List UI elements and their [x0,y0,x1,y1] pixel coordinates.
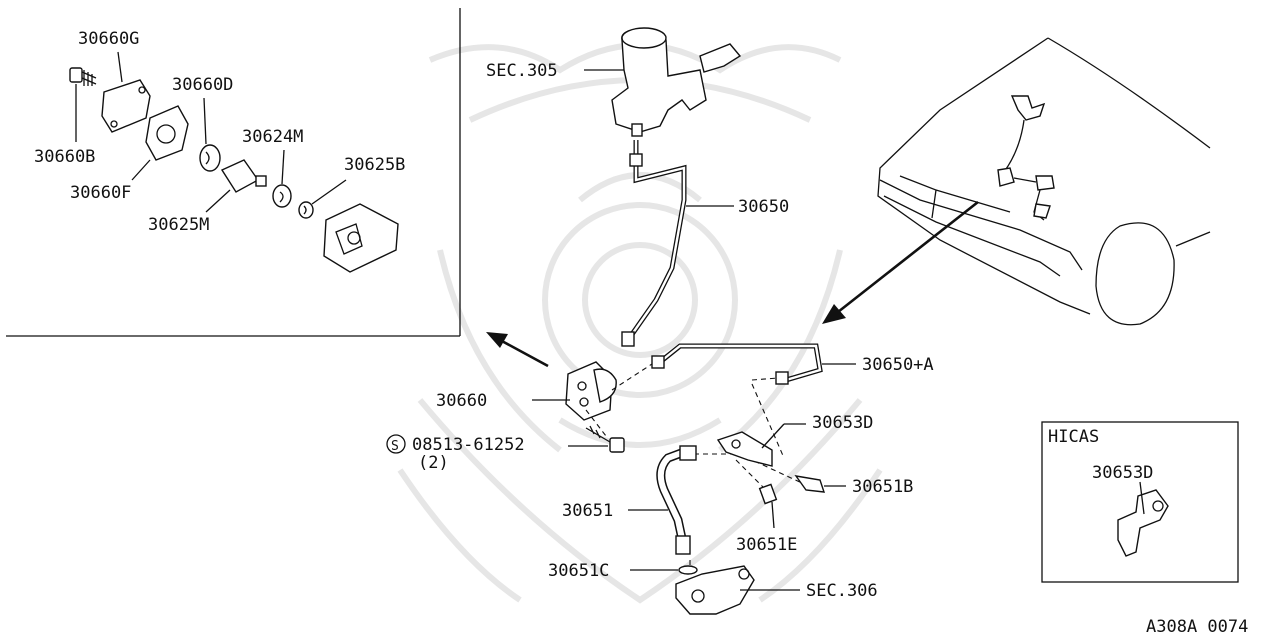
plate-30660g-drawing [101,51,151,133]
bolt-symbol: S [391,439,399,454]
label-30653d: 30653D [812,413,873,433]
bolt-30651e-drawing [758,483,778,529]
diagram-code: A308A 0074 [1146,617,1248,637]
label-30660f: 30660F [70,183,131,203]
bracket-30653d-drawing [716,423,806,467]
boot-30660d-drawing [199,97,221,172]
washer-30651c-drawing [630,565,698,575]
hose-30651-drawing [628,445,697,555]
bolt-08513-drawing [568,409,625,453]
label-30660g: 30660G [78,29,139,49]
label-bolt-code: 08513-61252 [412,435,525,455]
vehicle-front-view [877,37,1211,326]
label-sec305: SEC.305 [486,61,558,81]
label-30651b: 30651B [852,477,913,497]
label-30660: 30660 [436,391,487,411]
piston-30625m-drawing [205,159,267,213]
label-sec306: SEC.306 [806,581,878,601]
label-30650a: 30650+A [862,355,934,375]
hicas-box [1041,421,1239,583]
label-30651e: 30651E [736,535,797,555]
label-30625b: 30625B [344,155,405,175]
spring-30625b-drawing [298,179,347,219]
bolt-30660b-drawing [69,67,97,142]
pipe-30650a-drawing [651,343,856,385]
pipe-30650-drawing [621,140,734,347]
label-30650: 30650 [738,197,789,217]
label-30651: 30651 [562,501,613,521]
bolt-symbol-circle [386,434,406,454]
exploded-view-inset [6,8,461,337]
cylinder-body-drawing [323,203,399,273]
arrow-to-inset [486,332,549,368]
hicas-inset [1041,421,1239,583]
label-30651c: 30651C [548,561,609,581]
hicas-title: HICAS [1048,427,1099,447]
label-30625m: 30625M [148,215,209,235]
ring-30624m-drawing [272,149,292,208]
clutch-cylinder-30660-drawing [532,361,617,421]
label-30660b: 30660B [34,147,95,167]
label-30624m: 30624M [242,127,303,147]
slave-cylinder-drawing [675,565,800,615]
label-30660d: 30660D [172,75,233,95]
master-cylinder-drawing [584,27,742,137]
hicas-part-label: 30653D [1092,463,1153,483]
arrow-from-vehicle [822,200,979,324]
clip-30651b-drawing [794,475,846,493]
label-bolt-qty: (2) [418,453,449,473]
watermark-emblem [397,42,883,604]
gasket-30660f-drawing [131,105,189,181]
